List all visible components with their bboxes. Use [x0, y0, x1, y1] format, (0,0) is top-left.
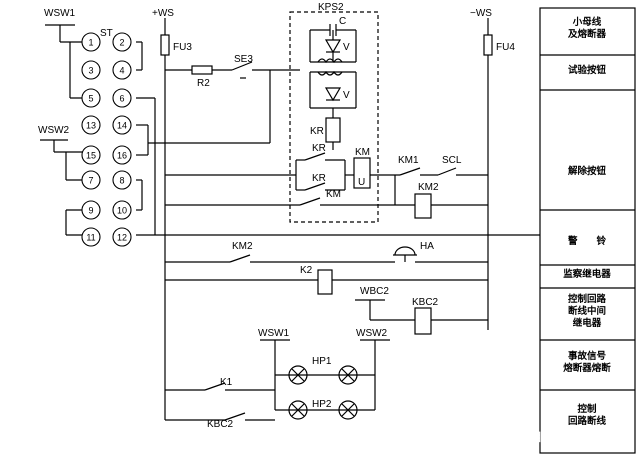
- label-fu3: FU3: [173, 42, 192, 53]
- terminal-circle-8: [112, 170, 132, 190]
- side-label-6-line-2: 断线中间: [568, 305, 606, 317]
- label-pos-ws: +WS: [152, 8, 174, 19]
- label-hp1: HP1: [312, 356, 332, 367]
- side-label-4: 警 铃: [568, 235, 607, 247]
- terminal-circle-5: [81, 88, 101, 108]
- terminal-circle-7: [81, 170, 101, 190]
- side-label-7: 事故信号熔断器熔断: [563, 350, 611, 374]
- label-km2-coil: KM2: [418, 182, 439, 193]
- label-km2-contact: KM2: [232, 241, 253, 252]
- label-wsw2-bottom: WSW2: [356, 328, 388, 339]
- terminal-circle-13: [81, 115, 101, 135]
- side-label-1: 小母线及熔断器: [568, 16, 607, 40]
- terminal-number-3: 3: [88, 66, 93, 76]
- side-label-8: 控制回路断线: [568, 403, 607, 427]
- terminal-number-9: 9: [88, 206, 93, 216]
- label-se3: SE3: [234, 54, 253, 65]
- label-v1: V: [343, 42, 350, 53]
- label-ha: HA: [420, 241, 434, 252]
- terminal-number-16: 16: [117, 151, 127, 161]
- terminal-circle-12: [112, 227, 132, 247]
- side-label-6-line-1: 控制回路: [568, 293, 607, 305]
- label-k2: K2: [300, 265, 313, 276]
- label-kr2: KR: [312, 173, 326, 184]
- terminal-circle-14: [112, 115, 132, 135]
- label-kbc2-contact: KBC2: [207, 419, 234, 430]
- label-wbc2: WBC2: [360, 286, 389, 297]
- label-kps2: KPS2: [318, 2, 344, 13]
- side-label-4-line-1: 警 铃: [568, 235, 607, 247]
- terminal-circle-3: [81, 60, 101, 80]
- label-k1: K1: [220, 377, 233, 388]
- side-label-1-line-2: 及熔断器: [568, 28, 607, 40]
- label-c: C: [339, 16, 346, 27]
- label-km1: KM1: [398, 155, 419, 166]
- terminal-circle-9: [81, 200, 101, 220]
- label-km-contact: KM: [326, 189, 341, 200]
- label-scl: SCL: [442, 155, 462, 166]
- terminal-circle-15: [81, 145, 101, 165]
- terminal-circle-4: [112, 60, 132, 80]
- side-label-6: 控制回路断线中间继电器: [568, 293, 607, 329]
- side-label-8-line-1: 控制: [577, 403, 597, 415]
- terminal-number-11: 11: [86, 233, 95, 243]
- side-label-5-line-1: 监察继电器: [563, 268, 611, 280]
- terminal-number-7: 7: [88, 176, 93, 186]
- side-label-3: 解除按钮: [568, 165, 607, 177]
- label-r2: R2: [197, 78, 210, 89]
- side-label-5: 监察继电器: [563, 268, 611, 280]
- label-neg-ws: −WS: [470, 8, 492, 19]
- label-kr-coil: KR: [310, 126, 324, 137]
- label-wsw2-left: WSW2: [38, 125, 70, 136]
- terminal-circle-11: [81, 227, 101, 247]
- label-wsw1-bottom: WSW1: [258, 328, 290, 339]
- terminal-circle-2: [112, 32, 132, 52]
- watermark: 头条 @电气自动化应用: [460, 429, 594, 445]
- side-label-2: 试验按钮: [568, 64, 607, 76]
- terminal-number-10: 10: [117, 206, 127, 216]
- terminal-circle-1: [81, 32, 101, 52]
- side-label-2-line-1: 试验按钮: [568, 64, 607, 76]
- terminal-circle-16: [112, 145, 132, 165]
- terminal-number-6: 6: [119, 94, 124, 104]
- label-st: ST: [100, 28, 113, 39]
- label-hp2: HP2: [312, 399, 332, 410]
- terminal-number-1: 1: [88, 38, 93, 48]
- label-kbc2-coil: KBC2: [412, 297, 439, 308]
- side-label-6-line-3: 继电器: [573, 317, 602, 329]
- terminal-number-5: 5: [88, 94, 93, 104]
- label-fu4: FU4: [496, 42, 515, 53]
- label-v2: V: [343, 90, 350, 101]
- side-label-7-line-1: 事故信号: [568, 350, 607, 362]
- terminal-number-14: 14: [117, 121, 127, 131]
- side-label-8-line-2: 回路断线: [568, 415, 607, 427]
- side-label-7-line-2: 熔断器熔断: [563, 362, 611, 374]
- terminal-number-4: 4: [119, 66, 124, 76]
- label-wsw1-top: WSW1: [44, 8, 76, 19]
- terminal-number-12: 12: [117, 233, 127, 243]
- terminal-circle-6: [112, 88, 132, 108]
- terminal-circle-10: [112, 200, 132, 220]
- terminal-number-15: 15: [86, 151, 96, 161]
- label-km-box: KM: [355, 147, 370, 158]
- terminal-number-13: 13: [86, 121, 96, 131]
- label-u: U: [358, 177, 365, 188]
- terminal-number-2: 2: [119, 38, 124, 48]
- terminal-number-8: 8: [119, 176, 124, 186]
- side-label-3-line-1: 解除按钮: [568, 165, 607, 177]
- label-kr1: KR: [312, 143, 326, 154]
- side-label-1-line-1: 小母线: [572, 16, 602, 28]
